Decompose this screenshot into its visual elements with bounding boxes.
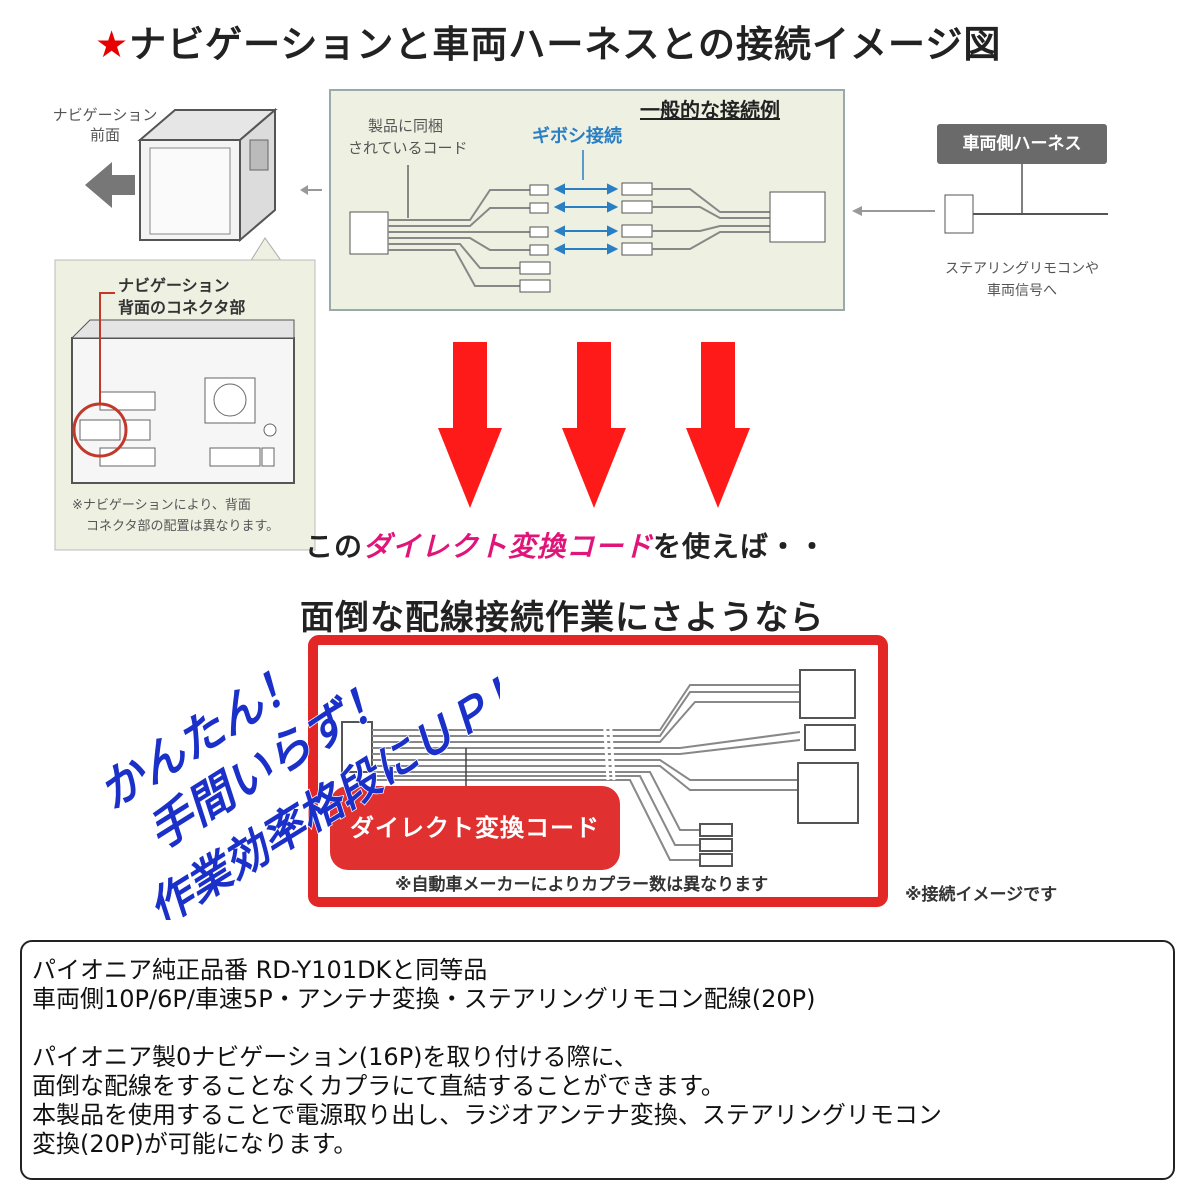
title-text: ナビゲーションと車両ハーネスとの接続イメージ図 <box>129 23 1002 66</box>
tagline: このダイレクト変換コードを使えば・・ <box>305 530 828 563</box>
maker-note: ※自動車メーカーによりカプラー数は異なります <box>395 875 769 895</box>
giboshi-label: ギボシ接続 <box>532 126 622 147</box>
nav-rear-note: ※ナビゲーションにより、背面コネクタ部の配置は異なります。 <box>72 498 280 534</box>
description-line: パイオニア純正品番 RD-Y101DKと同等品 <box>32 956 488 984</box>
vehicle-harness-label: 車両側ハーネス <box>937 124 1107 164</box>
nav-unit-illustration <box>137 107 278 243</box>
connection-diagram <box>54 89 1108 551</box>
front-arrow-icon <box>85 162 135 208</box>
description-line: パイオニア製0ナビゲーション(16P)を取り付ける際に、 <box>32 1043 638 1071</box>
common-example-panel <box>329 89 845 311</box>
wire-harness <box>349 182 826 293</box>
description-line: 変換(20P)が可能になります。 <box>32 1130 358 1158</box>
slogan: かんたん！ 手間いらず！ 作業効率格段にＵＰ！ <box>88 651 500 920</box>
description-line: 面倒な配線をすることなくカプラにて直結することができます。 <box>32 1072 725 1100</box>
star-icon: ★ <box>95 23 130 66</box>
steering-label: ステアリングリモコンや車両信号へ <box>945 261 1099 299</box>
page-title: ★ナビゲーションと車両ハーネスとの接続イメージ図 <box>95 14 1001 68</box>
description-line <box>32 1014 1173 1043</box>
common-example-label: 一般的な接続例 <box>640 98 780 122</box>
direct-cord-label: ダイレクト変換コード <box>330 786 620 870</box>
giboshi-arrows <box>553 183 619 255</box>
description-line: 車両側10P/6P/車速5P・アンテナ変換・ステアリングリモコン配線(20P) <box>32 985 816 1013</box>
product-description: パイオニア純正品番 RD-Y101DKと同等品 車両側10P/6P/車速5P・ア… <box>20 940 1175 1180</box>
nav-rear-panel <box>70 292 295 484</box>
bundled-cord-label: 製品に同梱されているコード <box>348 117 468 157</box>
image-note: ※接続イメージです <box>905 885 1058 905</box>
nav-rear-label: ナビゲーション背面のコネクタ部 <box>118 276 246 317</box>
down-arrow-icon <box>438 342 750 508</box>
description-line: 本製品を使用することで電源取り出し、ラジオアンテナ変換、ステアリングリモコン <box>32 1101 942 1129</box>
nav-front-label: ナビゲーション前面 <box>52 106 158 144</box>
tagline-goodbye: 面倒な配線接続作業にさようなら <box>300 598 825 638</box>
